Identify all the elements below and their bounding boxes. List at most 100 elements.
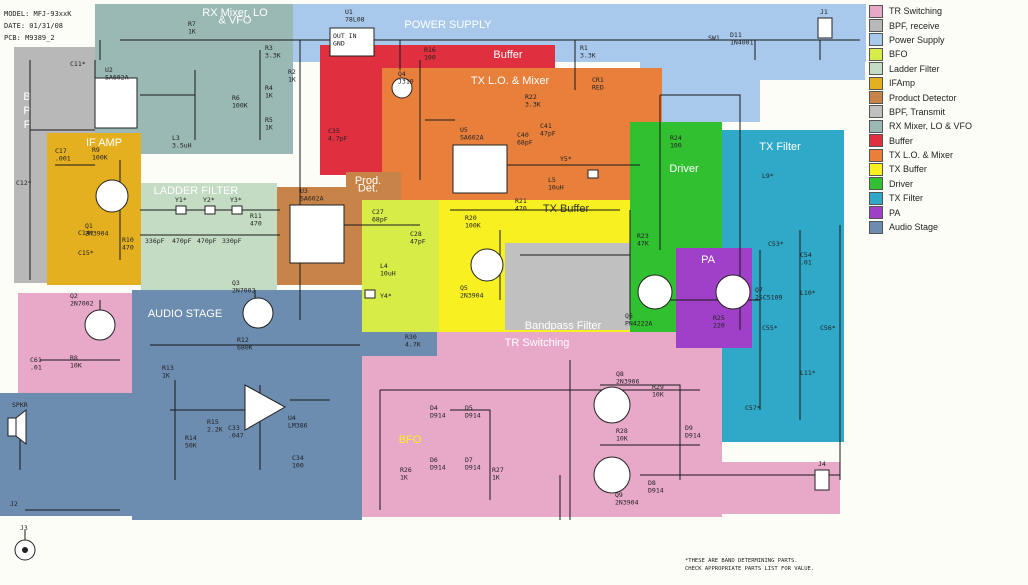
legend-label: RX Mixer, LO & VFO bbox=[889, 121, 973, 132]
region-label-prod-det: Prod.Det. bbox=[355, 175, 381, 195]
legend-item: Product Detector bbox=[869, 90, 1025, 105]
legend-item: Driver bbox=[869, 177, 1025, 191]
footnote-line: CHECK APPROPRIATE PARTS LIST FOR VALUE. bbox=[685, 566, 815, 572]
legend-swatch bbox=[869, 76, 883, 90]
legend-item: RX Mixer, LO & VFO bbox=[869, 119, 1025, 133]
jack-j4-icon bbox=[814, 469, 830, 491]
label-spkr: SPKR bbox=[12, 401, 28, 409]
legend-label: IFAmp bbox=[889, 78, 916, 89]
legend-item: Power Supply bbox=[869, 33, 1025, 47]
region-label-audio-stage: AUDIO STAGE bbox=[148, 308, 222, 320]
speaker-icon bbox=[7, 408, 27, 446]
legend-item: TX Filter bbox=[869, 191, 1025, 205]
legend-label: Product Detector bbox=[889, 92, 957, 103]
label-c55: C55* bbox=[762, 324, 778, 332]
legend-swatch bbox=[869, 191, 883, 205]
label-l11: L11* bbox=[800, 369, 816, 377]
region-power-supply-3 bbox=[740, 62, 865, 80]
label-c14: C14* bbox=[78, 229, 94, 237]
legend-label: Ladder Filter bbox=[889, 63, 940, 74]
crystal-y3: Y3* bbox=[230, 196, 243, 215]
crystal-y5: Y5* bbox=[560, 155, 599, 179]
legend-item: Audio Stage bbox=[869, 220, 1025, 234]
label-l10: L10* bbox=[800, 289, 816, 297]
legend-label: TX Buffer bbox=[889, 164, 927, 175]
region-ladder-filter bbox=[141, 183, 277, 301]
legend-item: Buffer bbox=[869, 134, 1025, 148]
legend-item: PA bbox=[869, 205, 1025, 220]
legend-item: TR Switching bbox=[869, 4, 1025, 18]
label-c54: C54.01 bbox=[800, 251, 812, 267]
label-c20: 470pF bbox=[197, 237, 217, 245]
header-date: DATE: 01/31/08 bbox=[4, 22, 63, 30]
legend-item: Ladder Filter bbox=[869, 62, 1025, 76]
legend-swatch bbox=[869, 62, 883, 76]
label-c15: C15* bbox=[78, 249, 94, 257]
svg-text:Y4*: Y4* bbox=[380, 292, 392, 300]
footnote-line: *THESE ARE BAND DETERMINING PARTS. bbox=[685, 558, 798, 564]
region-label-driver: Driver bbox=[669, 163, 699, 175]
legend-swatch bbox=[869, 206, 883, 220]
label-c17: C17.001 bbox=[55, 147, 71, 163]
label-c12: C12* bbox=[16, 179, 32, 187]
label-c19: 470pF bbox=[172, 237, 192, 245]
region-label-tr-switching: TR Switching bbox=[505, 337, 570, 349]
label-c33: C33.047 bbox=[228, 424, 244, 440]
legend-label: BFO bbox=[889, 49, 908, 60]
jack-j3-icon bbox=[14, 539, 36, 561]
label-c57: C57* bbox=[745, 404, 761, 412]
svg-text:Y2*: Y2* bbox=[203, 196, 215, 204]
label-c53: C53* bbox=[768, 240, 784, 248]
region-label-ladder-filter: LADDER FILTER bbox=[154, 185, 239, 197]
region-tx-lo-mixer bbox=[382, 68, 662, 200]
legend-swatch bbox=[869, 4, 883, 18]
legend-swatch bbox=[869, 148, 883, 162]
